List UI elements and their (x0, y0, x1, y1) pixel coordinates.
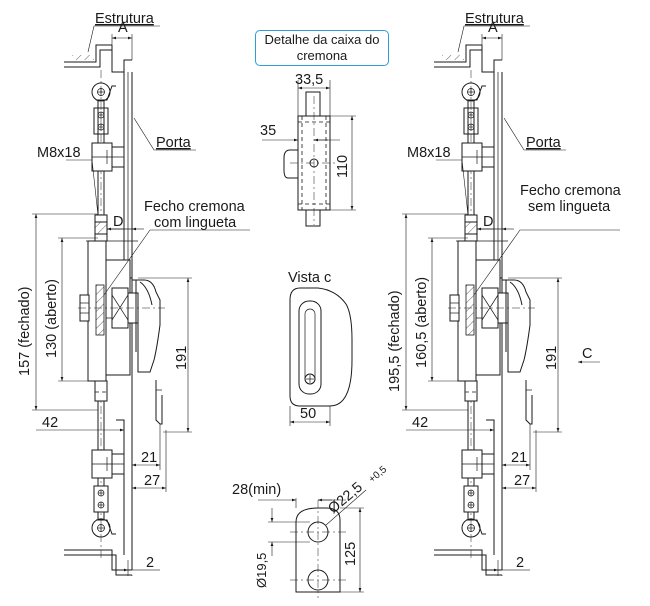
dim-box-height: 110 (335, 155, 351, 178)
dim-d1-right: 21 (511, 450, 527, 466)
label-bolt-right: M8x18 (407, 145, 451, 161)
label-fecho-line2: com lingueta (154, 215, 237, 231)
dim-box-offset: 35 (260, 123, 276, 139)
label-dim-d: D (113, 214, 123, 230)
label-bolt: M8x18 (37, 145, 81, 161)
dim-open-height-right: 160,5 (aberto) (414, 277, 430, 368)
vista-c-detail: Vista c 50 (288, 270, 353, 426)
label-fecho-right-line2: sem lingueta (528, 199, 611, 215)
dim-gap: 2 (146, 555, 154, 571)
callout-line-1: Detalhe da caixa do (264, 32, 380, 47)
dim-gap-right: 2 (516, 555, 524, 571)
dim-box-width: 33,5 (295, 72, 323, 88)
label-estrutura-right: Estrutura (465, 11, 525, 27)
left-assembly-view: Estrutura A Porta M8x18 D Fecho cremona … (17, 11, 250, 576)
label-estrutura: Estrutura (95, 11, 155, 27)
dim-open-height: 130 (aberto) (44, 279, 60, 358)
label-dim-c: C (582, 346, 592, 362)
dim-handle-height-right: 191 (544, 346, 560, 370)
dim-d2: 27 (144, 473, 160, 489)
label-dim-a-right: A (488, 20, 498, 36)
detail-callout-box: Detalhe da caixa do cremona (255, 30, 389, 66)
right-assembly-view: Estrutura A Porta M8x18 D Fecho cremona … (387, 11, 622, 576)
dim-offset: 42 (42, 415, 58, 431)
label-dim-a: A (118, 20, 128, 36)
dim-d2-right: 27 (514, 473, 530, 489)
dim-keeper-hole: Ø19,5 (254, 553, 269, 588)
dim-keeper-min: 28(min) (232, 482, 281, 498)
label-fecho-line1: Fecho cremona (144, 199, 246, 215)
label-fecho-right-line1: Fecho cremona (520, 183, 622, 199)
dim-keeper-tolerance: +0,5 (367, 464, 390, 485)
callout-line-2: cremona (296, 48, 348, 63)
dim-offset-right: 42 (412, 415, 428, 431)
dim-keeper-height: 125 (343, 542, 359, 566)
keeper-detail: 28(min) Ø22,5 +0,5 Ø19,5 125 (232, 464, 389, 598)
label-porta: Porta (156, 135, 192, 151)
dim-d1: 21 (141, 450, 157, 466)
dim-closed-height: 157 (fechado) (17, 287, 33, 376)
label-dim-d-right: D (483, 214, 493, 230)
dim-closed-height-right: 195,5 (fechado) (387, 290, 403, 392)
label-porta-right: Porta (526, 135, 562, 151)
dim-handle-height: 191 (174, 346, 190, 370)
label-vista: Vista c (288, 270, 331, 286)
dim-vista-width: 50 (300, 406, 316, 422)
cremona-box-detail: 33,5 35 110 (260, 72, 356, 227)
